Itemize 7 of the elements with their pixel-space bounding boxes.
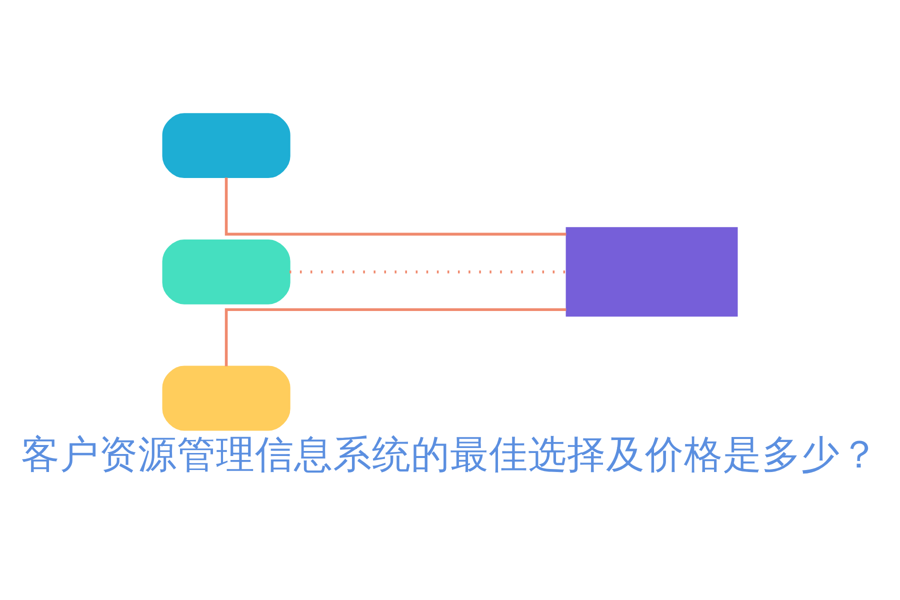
- caption: 客户资源管理信息系统的最佳选择及价格是多少？: [21, 432, 879, 478]
- connector: [224, 178, 566, 236]
- node-box: [162, 239, 290, 304]
- node-box: [162, 113, 290, 178]
- connector: [224, 308, 566, 366]
- node-box: [162, 366, 290, 431]
- node-box: [566, 227, 738, 317]
